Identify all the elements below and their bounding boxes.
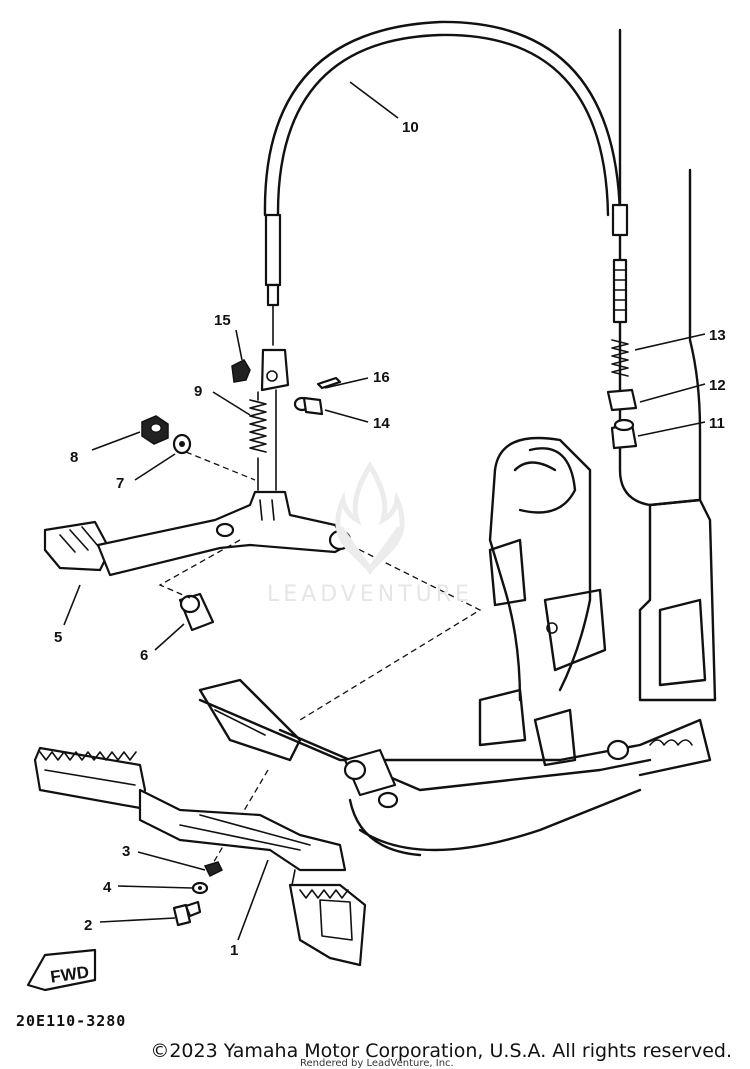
frame-outline bbox=[198, 28, 717, 857]
leadventure-flame-logo bbox=[335, 461, 405, 576]
callout-14: 14 bbox=[373, 415, 390, 432]
collar-6 bbox=[178, 592, 215, 632]
pin-11 bbox=[610, 418, 638, 450]
copyright-notice: ©2023 Yamaha Motor Corporation, U.S.A. A… bbox=[150, 1040, 732, 1062]
callout-11: 11 bbox=[709, 415, 725, 432]
leadventure-watermark: LEADVENTURE bbox=[245, 458, 495, 608]
pin-3 bbox=[203, 861, 224, 878]
leader-lines bbox=[63, 81, 706, 941]
callout-6: 6 bbox=[140, 647, 148, 664]
callout-5: 5 bbox=[54, 629, 62, 646]
brake-pedal-5 bbox=[43, 490, 352, 577]
bolt-2 bbox=[172, 900, 202, 927]
fwd-arrow-icon: FWD bbox=[26, 948, 97, 992]
nut-15 bbox=[231, 359, 251, 383]
spring-9 bbox=[249, 391, 267, 491]
bolt-14 bbox=[293, 396, 324, 416]
rendered-by-notice: Rendered by LeadVenture, Inc. bbox=[300, 1058, 454, 1069]
parts-diagram: FWD 10 13 12 11 15 16 14 9 8 7 5 6 3 4 2 bbox=[26, 20, 726, 992]
nut-8 bbox=[141, 415, 169, 445]
callout-numbers: 10 13 12 11 15 16 14 9 8 7 5 6 3 4 2 1 bbox=[54, 119, 726, 959]
footrest-1 bbox=[33, 746, 367, 967]
callout-15: 15 bbox=[214, 312, 231, 329]
callout-16: 16 bbox=[373, 369, 390, 386]
washer-7 bbox=[172, 433, 192, 455]
callout-13: 13 bbox=[709, 327, 726, 344]
diagram-code: 20E110-3280 bbox=[16, 1012, 127, 1030]
callout-10: 10 bbox=[402, 119, 419, 136]
callout-7: 7 bbox=[116, 475, 124, 492]
callout-12: 12 bbox=[709, 377, 726, 394]
callout-8: 8 bbox=[70, 449, 78, 466]
pin-16 bbox=[316, 376, 342, 390]
callout-2: 2 bbox=[84, 917, 92, 934]
callout-3: 3 bbox=[122, 843, 130, 860]
clip-12 bbox=[606, 388, 638, 412]
callout-9: 9 bbox=[194, 383, 202, 400]
washer-4 bbox=[191, 881, 209, 895]
callout-4: 4 bbox=[103, 879, 112, 896]
spring-13 bbox=[611, 339, 629, 377]
watermark-text: LEADVENTURE bbox=[267, 582, 473, 607]
brake-cable bbox=[260, 20, 629, 392]
callout-1: 1 bbox=[230, 942, 238, 959]
